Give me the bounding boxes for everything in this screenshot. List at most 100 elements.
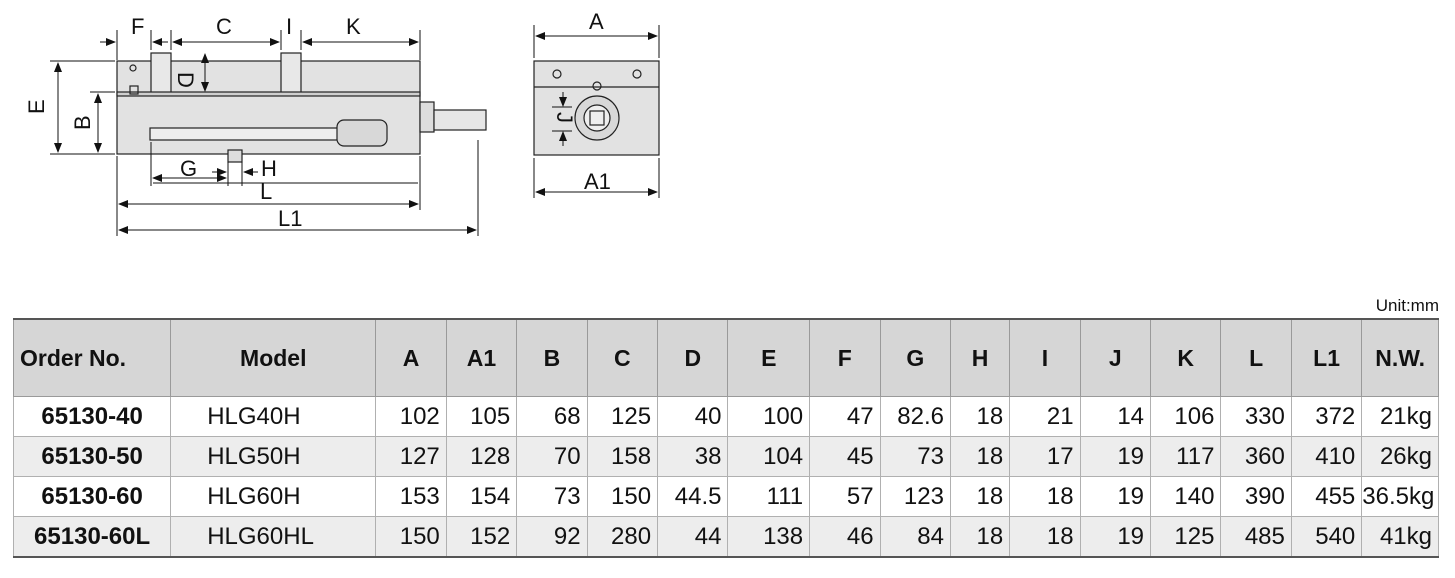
dim-label-L: L bbox=[260, 179, 272, 204]
cell-model: HLG60HL bbox=[170, 516, 377, 558]
cell-l: 485 bbox=[1220, 516, 1292, 558]
cell-order-no: 65130-50 bbox=[12, 436, 172, 477]
header-e: E bbox=[727, 318, 811, 397]
cell-c: 125 bbox=[586, 396, 659, 437]
header-k: K bbox=[1150, 318, 1222, 397]
front-view-dimensions bbox=[533, 25, 660, 198]
cell-model: HLG50H bbox=[170, 436, 377, 477]
dim-label-H: H bbox=[261, 156, 277, 181]
cell-order-no: 65130-40 bbox=[12, 396, 172, 437]
table-header-row: Order No. Model A A1 B C D E F G H I J K… bbox=[12, 318, 1439, 397]
dim-label-G: G bbox=[180, 156, 197, 181]
cell-g: 84 bbox=[879, 516, 951, 558]
side-view bbox=[116, 52, 487, 163]
cell-c: 158 bbox=[586, 436, 659, 477]
cell-a: 153 bbox=[375, 476, 447, 517]
cell-e: 104 bbox=[727, 436, 811, 477]
cell-j: 14 bbox=[1079, 396, 1152, 437]
cell-d: 44 bbox=[657, 516, 729, 558]
table-row: 65130-60 HLG60H 153 154 73 150 44.5 111 … bbox=[12, 476, 1439, 517]
cell-h: 18 bbox=[949, 516, 1011, 558]
cell-d: 40 bbox=[657, 396, 729, 437]
dim-label-B: B bbox=[70, 115, 95, 130]
dim-label-C: C bbox=[216, 14, 232, 39]
dim-label-F: F bbox=[131, 14, 144, 39]
table-row: 65130-60L HLG60HL 150 152 92 280 44 138 … bbox=[12, 516, 1439, 558]
cell-e: 138 bbox=[727, 516, 811, 558]
cell-order-no: 65130-60 bbox=[12, 476, 172, 517]
side-view-dimensions bbox=[50, 30, 479, 236]
header-h: H bbox=[949, 318, 1011, 397]
cell-d: 38 bbox=[657, 436, 729, 477]
header-g: G bbox=[879, 318, 951, 397]
cell-l1: 372 bbox=[1290, 396, 1363, 437]
cell-a1: 128 bbox=[445, 436, 518, 477]
cell-b: 92 bbox=[516, 516, 588, 558]
cell-h: 18 bbox=[949, 396, 1011, 437]
dim-label-E: E bbox=[24, 99, 49, 114]
cell-f: 45 bbox=[809, 436, 881, 477]
specification-table: Order No. Model A A1 B C D E F G H I J K… bbox=[12, 318, 1439, 558]
cell-d: 44.5 bbox=[657, 476, 729, 517]
cell-a: 127 bbox=[375, 436, 447, 477]
cell-h: 18 bbox=[949, 436, 1011, 477]
dim-label-D: D bbox=[173, 72, 198, 88]
dim-label-A1: A1 bbox=[584, 169, 611, 194]
table-row: 65130-50 HLG50H 127 128 70 158 38 104 45… bbox=[12, 436, 1439, 477]
cell-model: HLG60H bbox=[170, 476, 377, 517]
cell-l: 390 bbox=[1220, 476, 1292, 517]
cell-k: 125 bbox=[1150, 516, 1222, 558]
vise-technical-drawing: F C I K D E B G H L L1 A A1 J bbox=[24, 9, 660, 236]
cell-f: 47 bbox=[809, 396, 881, 437]
dim-label-I: I bbox=[286, 14, 292, 39]
cell-nw: 21kg bbox=[1361, 396, 1439, 437]
header-c: C bbox=[586, 318, 659, 397]
table-row: 65130-40 HLG40H 102 105 68 125 40 100 47… bbox=[12, 396, 1439, 437]
cell-l: 330 bbox=[1220, 396, 1292, 437]
cell-i: 21 bbox=[1009, 396, 1081, 437]
cell-model: HLG40H bbox=[170, 396, 377, 437]
cell-i: 18 bbox=[1009, 516, 1081, 558]
cell-j: 19 bbox=[1079, 516, 1152, 558]
header-model: Model bbox=[170, 318, 377, 397]
dim-label-K: K bbox=[346, 14, 361, 39]
cell-b: 68 bbox=[516, 396, 588, 437]
cell-l: 360 bbox=[1220, 436, 1292, 477]
header-order-no: Order No. bbox=[12, 318, 172, 397]
cell-g: 82.6 bbox=[879, 396, 951, 437]
cell-e: 111 bbox=[727, 476, 811, 517]
dim-label-J: J bbox=[552, 112, 577, 123]
header-nw: N.W. bbox=[1361, 318, 1439, 397]
header-f: F bbox=[809, 318, 881, 397]
cell-k: 140 bbox=[1150, 476, 1222, 517]
header-d: D bbox=[657, 318, 729, 397]
cell-l1: 455 bbox=[1290, 476, 1363, 517]
header-l1: L1 bbox=[1290, 318, 1363, 397]
cell-e: 100 bbox=[727, 396, 811, 437]
cell-g: 123 bbox=[879, 476, 951, 517]
front-view bbox=[533, 60, 660, 156]
cell-a1: 105 bbox=[445, 396, 518, 437]
cell-a: 102 bbox=[375, 396, 447, 437]
cell-j: 19 bbox=[1079, 476, 1152, 517]
dim-label-L1: L1 bbox=[278, 206, 302, 231]
cell-l1: 540 bbox=[1290, 516, 1363, 558]
header-a1: A1 bbox=[445, 318, 518, 397]
header-i: I bbox=[1009, 318, 1081, 397]
cell-k: 117 bbox=[1150, 436, 1222, 477]
cell-k: 106 bbox=[1150, 396, 1222, 437]
cell-nw: 26kg bbox=[1361, 436, 1439, 477]
unit-label: Unit:mm bbox=[1375, 296, 1439, 315]
cell-nw: 41kg bbox=[1361, 516, 1439, 558]
header-b: B bbox=[516, 318, 588, 397]
cell-b: 73 bbox=[516, 476, 588, 517]
cell-j: 19 bbox=[1079, 436, 1152, 477]
cell-b: 70 bbox=[516, 436, 588, 477]
cell-i: 17 bbox=[1009, 436, 1081, 477]
header-a: A bbox=[375, 318, 447, 397]
cell-l1: 410 bbox=[1290, 436, 1363, 477]
dim-label-A: A bbox=[589, 9, 604, 34]
cell-c: 280 bbox=[586, 516, 659, 558]
cell-a1: 154 bbox=[445, 476, 518, 517]
header-j: J bbox=[1079, 318, 1152, 397]
